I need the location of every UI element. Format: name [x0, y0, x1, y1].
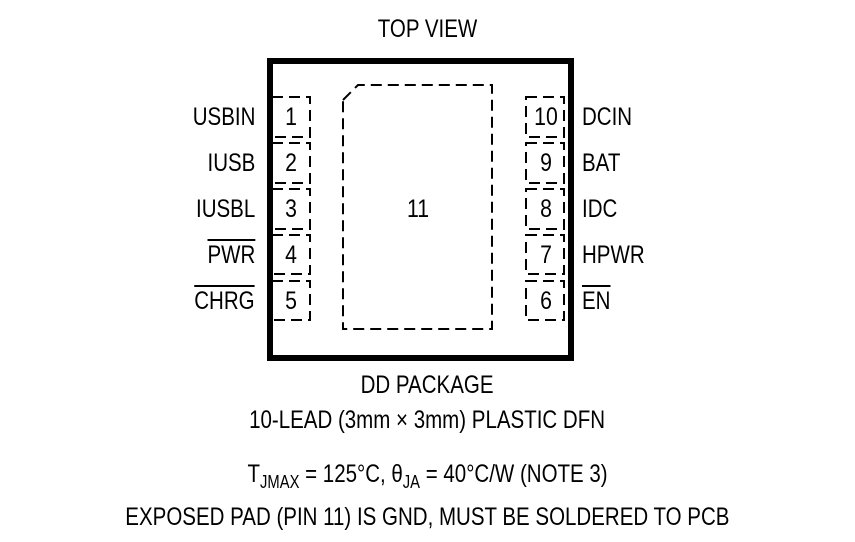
theta-symbol: θ: [391, 460, 403, 488]
pin-number: 1: [285, 103, 297, 131]
pin-number: 4: [285, 241, 297, 269]
package-description-text: 10-LEAD (3mm × 3mm) PLASTIC DFN: [249, 406, 606, 434]
exposed-pad-note-text: EXPOSED PAD (PIN 11) IS GND, MUST BE SOL…: [125, 503, 730, 531]
pin-number: 10: [534, 103, 558, 131]
pin-label-usbin: USBIN: [192, 103, 255, 131]
thermal-specs: TJMAX = 125°C, θJA = 40°C/W (NOTE 3): [0, 460, 855, 492]
pin-label-hpwr: HPWR: [582, 241, 645, 269]
package-description: 10-LEAD (3mm × 3mm) PLASTIC DFN: [0, 408, 855, 433]
exposed-pad-number: 11: [406, 195, 430, 223]
pin-number: 9: [540, 149, 552, 177]
package-name-text: DD PACKAGE: [361, 371, 494, 399]
exposed-pad-note: EXPOSED PAD (PIN 11) IS GND, MUST BE SOL…: [0, 505, 855, 530]
tjmax-symbol: T: [247, 460, 260, 488]
pin-label-bat: BAT: [582, 149, 621, 177]
pin-label-pwr: PWR: [207, 241, 255, 269]
theta-value: = 40°C/W (NOTE 3): [419, 460, 608, 488]
pin-label-iusb: IUSB: [207, 149, 255, 177]
pin-number: 2: [285, 149, 297, 177]
pin-label-chrg: CHRG: [194, 287, 255, 315]
pin-number: 5: [285, 287, 297, 315]
tjmax-subscript: JMAX: [259, 472, 300, 492]
pin-label-idc: IDC: [582, 195, 618, 223]
tjmax-value: = 125°C,: [299, 460, 392, 488]
pin-label-iusbl: IUSBL: [195, 195, 255, 223]
pin-number: 7: [540, 241, 552, 269]
package-outline: [267, 58, 574, 361]
pin-label-dcin: DCIN: [582, 103, 633, 131]
diagram-title: TOP VIEW: [377, 15, 478, 43]
exposed-pad-outline: [342, 84, 493, 330]
theta-subscript: JA: [402, 472, 420, 492]
pin-number: 6: [540, 287, 552, 315]
pin-number: 3: [285, 195, 297, 223]
pin-label-en: EN: [582, 287, 611, 315]
pin-number: 8: [540, 195, 552, 223]
package-name: DD PACKAGE: [0, 373, 855, 398]
